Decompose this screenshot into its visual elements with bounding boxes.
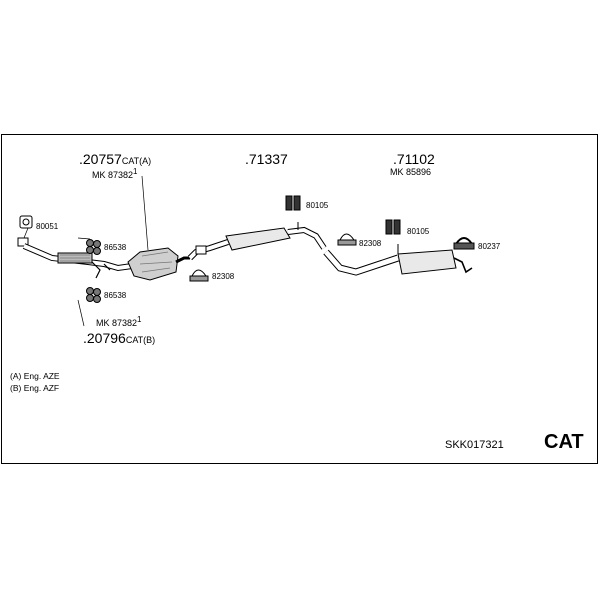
nut-icon [86, 239, 101, 255]
diagram-frame [1, 134, 598, 464]
gasket-icon [19, 215, 33, 229]
hardware-label: 80051 [36, 222, 59, 231]
clamp-icon [189, 269, 209, 282]
hardware-label: 80237 [478, 242, 501, 251]
hardware-label: 80105 [306, 201, 329, 210]
hardware-label: 86538 [104, 243, 127, 252]
engine-note: (A) Eng. AZE [10, 371, 60, 381]
cat-tag: CAT [544, 431, 584, 453]
part-number-label: .20757CAT(A) [79, 151, 152, 167]
middle-silencer-part [187, 222, 327, 261]
part-number-label: .71102 [393, 151, 435, 167]
nut-icon [86, 287, 101, 303]
part-number-label: .20796CAT(B) [83, 330, 156, 346]
hardware-label: 80105 [407, 227, 430, 236]
kit-code: SKK017321 [445, 439, 504, 451]
mk-number-label: MK 85896 [390, 167, 432, 177]
rear-silencer-part [323, 244, 473, 276]
clamp-icon [337, 233, 357, 246]
front-pipe-part [17, 237, 133, 279]
mk-number-label: MK 873821 [92, 167, 138, 180]
rubber-hanger-icon [385, 219, 401, 235]
hardware-label: 82308 [359, 239, 382, 248]
hardware-label: 82308 [212, 272, 235, 281]
rubber-hanger-icon [285, 195, 301, 211]
rubber-mount-icon [453, 237, 475, 250]
catalytic-converter-part [127, 247, 190, 281]
part-number-label: .71337 [245, 151, 288, 167]
mk-number-label: MK 873821 [96, 315, 142, 328]
hardware-label: 86538 [104, 291, 127, 300]
engine-note: (B) Eng. AZF [10, 383, 60, 393]
